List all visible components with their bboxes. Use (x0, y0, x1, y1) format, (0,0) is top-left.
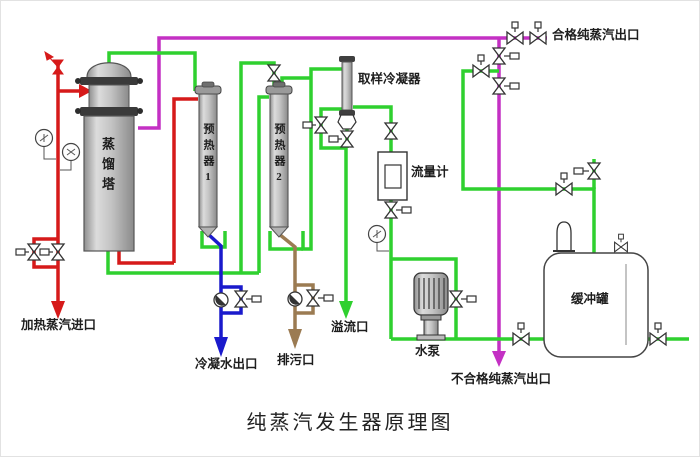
distillation-column (75, 62, 143, 252)
condensate-pipes (206, 232, 243, 339)
diagram-title: 纯蒸汽发生器原理图 (246, 412, 454, 434)
condensate-outlet-label: 冷凝水出口 (195, 357, 258, 371)
qualified-steam-outlet-label: 合格纯蒸汽出口 (552, 28, 640, 42)
condensate-arrow (214, 337, 228, 357)
sampling-condenser-label: 取样冷凝器 (358, 72, 421, 86)
relief-valve-icon (44, 50, 64, 75)
water-pump (413, 272, 449, 341)
preheater-1 (194, 81, 222, 238)
flow-meter-label: 流量计 (411, 165, 449, 179)
flow-meter (377, 151, 408, 201)
steam-down-arrow (51, 301, 65, 319)
unqualified-steam-arrow (492, 351, 506, 367)
unqualified-steam-outlet-label: 不合格纯蒸汽出口 (451, 372, 552, 386)
steam-inlet-arrow (79, 84, 92, 98)
check-valve-icon (213, 291, 303, 308)
water-pump-label: 水泵 (415, 344, 441, 358)
sampling-condenser (337, 56, 357, 130)
blowdown-arrow (288, 329, 302, 349)
valves (15, 21, 667, 346)
overflow-arrow (339, 301, 353, 319)
buffer-tank-label: 缓冲罐 (571, 292, 609, 306)
pressure-gauge-icon (34, 128, 389, 252)
overflow-outlet-label: 溢流口 (331, 320, 369, 334)
preheater-2-label: 预热器2 (273, 123, 285, 188)
heating-steam-inlet-label: 加热蒸汽进口 (21, 318, 97, 332)
blowdown-outlet-label: 排污口 (277, 353, 315, 367)
preheater-2 (265, 81, 293, 238)
preheater-1-label: 预热器1 (202, 123, 214, 188)
buffer-tank (543, 221, 649, 358)
distillation-column-label: 蒸馏塔 (100, 137, 115, 197)
